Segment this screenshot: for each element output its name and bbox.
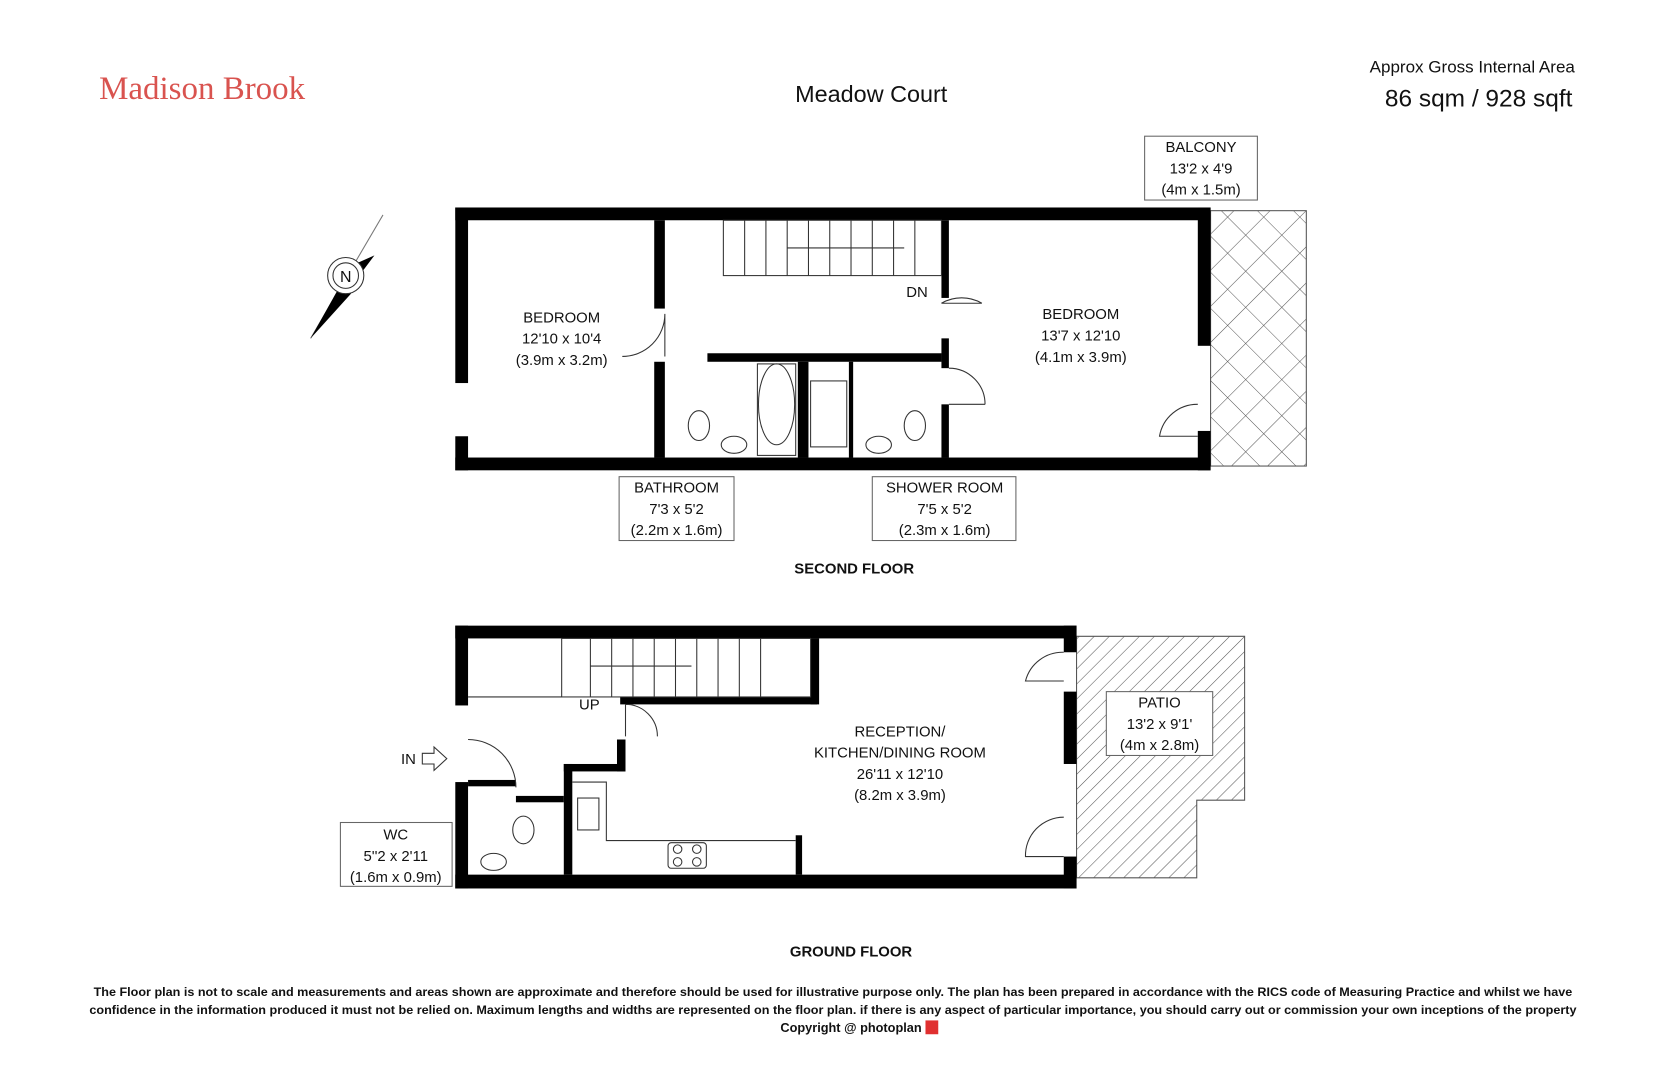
room-patio: PATIO 13'2 x 9'1' (4m x 2.8m) bbox=[1105, 691, 1214, 757]
room-label-text: 13'2 x 9'1' bbox=[1127, 717, 1193, 733]
room-shower-room: SHOWER ROOM 7'5 x 5'2 (2.3m x 1.6m) bbox=[871, 476, 1017, 542]
room-label-text: 13'2 x 4'9 bbox=[1170, 161, 1233, 177]
copyright: Copyright @ photoplan bbox=[780, 1020, 921, 1035]
room-bedroom-1: BEDROOM 12'10 x 10'4 (3.9m x 3.2m) bbox=[516, 310, 608, 369]
room-label-text: 13'7 x 12'10 bbox=[1041, 328, 1120, 344]
disclaimer-line-2: confidence in the information produced i… bbox=[89, 1004, 1577, 1017]
room-label-text: BALCONY bbox=[1165, 140, 1236, 156]
entrance-label: IN bbox=[401, 752, 416, 768]
room-label-text: KITCHEN/DINING ROOM bbox=[814, 746, 986, 762]
room-label-text: 26'11 x 12'10 bbox=[857, 767, 943, 783]
room-label-text: WC bbox=[383, 828, 408, 844]
patio-area bbox=[1076, 635, 1246, 879]
room-label-text: (3.9m x 3.2m) bbox=[516, 353, 608, 369]
room-label-text: (4m x 1.5m) bbox=[1161, 183, 1240, 199]
room-label-text: (2.3m x 1.6m) bbox=[899, 523, 991, 539]
area-label: Approx Gross Internal Area bbox=[1370, 57, 1576, 76]
stair-up-label: UP bbox=[579, 698, 600, 714]
staircase-ground bbox=[468, 637, 812, 698]
room-label-text: (4m x 2.8m) bbox=[1120, 738, 1199, 754]
stair-down-label: DN bbox=[906, 285, 927, 301]
room-label-text: 7'3 x 5'2 bbox=[649, 502, 703, 518]
room-label-text: (2.2m x 1.6m) bbox=[631, 523, 723, 539]
compass-label: N bbox=[340, 269, 352, 286]
room-label-text: 7'5 x 5'2 bbox=[917, 502, 971, 518]
room-label-text: (1.6m x 0.9m) bbox=[350, 870, 442, 886]
room-label-text: 12'10 x 10'4 bbox=[522, 332, 601, 348]
ground-floor-label: GROUND FLOOR bbox=[790, 945, 913, 961]
balcony-area bbox=[1210, 210, 1307, 467]
room-reception-kitchen-dining: RECEPTION/ KITCHEN/DINING ROOM 26'11 x 1… bbox=[814, 724, 986, 804]
room-label-text: 5''2 x 2'11 bbox=[363, 849, 427, 865]
room-label-text: (8.2m x 3.9m) bbox=[854, 788, 946, 804]
room-label-text: SHOWER ROOM bbox=[886, 481, 1003, 497]
second-floor-plan: DN BEDROOM 12'10 x 10'4 (3.9m x 3.2m) BE… bbox=[455, 135, 1307, 578]
entrance-arrow: IN bbox=[401, 745, 448, 772]
compass-icon: N bbox=[310, 214, 384, 339]
room-bedroom-2: BEDROOM 13'7 x 12'10 (4.1m x 3.9m) bbox=[1035, 307, 1127, 366]
room-label-text: BEDROOM bbox=[1042, 307, 1119, 323]
room-wc: WC 5''2 x 2'11 (1.6m x 0.9m) bbox=[339, 821, 453, 887]
disclaimer-line-1: The Floor plan is not to scale and measu… bbox=[94, 986, 1573, 999]
brand-logo: Madison Brook bbox=[99, 71, 306, 107]
room-label-text: PATIO bbox=[1138, 696, 1180, 712]
area-value: 86 sqm / 928 sqft bbox=[1385, 85, 1573, 112]
room-bathroom: BATHROOM 7'3 x 5'2 (2.2m x 1.6m) bbox=[618, 476, 735, 542]
doors bbox=[622, 297, 1198, 437]
room-balcony: BALCONY 13'2 x 4'9 (4m x 1.5m) bbox=[1144, 135, 1258, 201]
bathroom-fixtures bbox=[687, 363, 927, 456]
ground-floor-plan: UP IN RECEPTION/ KITCHEN/DINING ROOM 26'… bbox=[339, 625, 1246, 961]
kitchen-fixtures bbox=[480, 781, 796, 871]
room-label-text: BATHROOM bbox=[634, 481, 719, 497]
staircase bbox=[722, 219, 942, 277]
doors-ground bbox=[468, 651, 1064, 858]
property-title: Meadow Court bbox=[795, 81, 948, 107]
room-label-text: RECEPTION/ bbox=[854, 724, 946, 740]
room-label-text: BEDROOM bbox=[523, 310, 600, 326]
room-label-text: (4.1m x 3.9m) bbox=[1035, 350, 1127, 366]
photoplan-logo-icon bbox=[925, 1020, 939, 1035]
second-floor-label: SECOND FLOOR bbox=[794, 562, 914, 578]
